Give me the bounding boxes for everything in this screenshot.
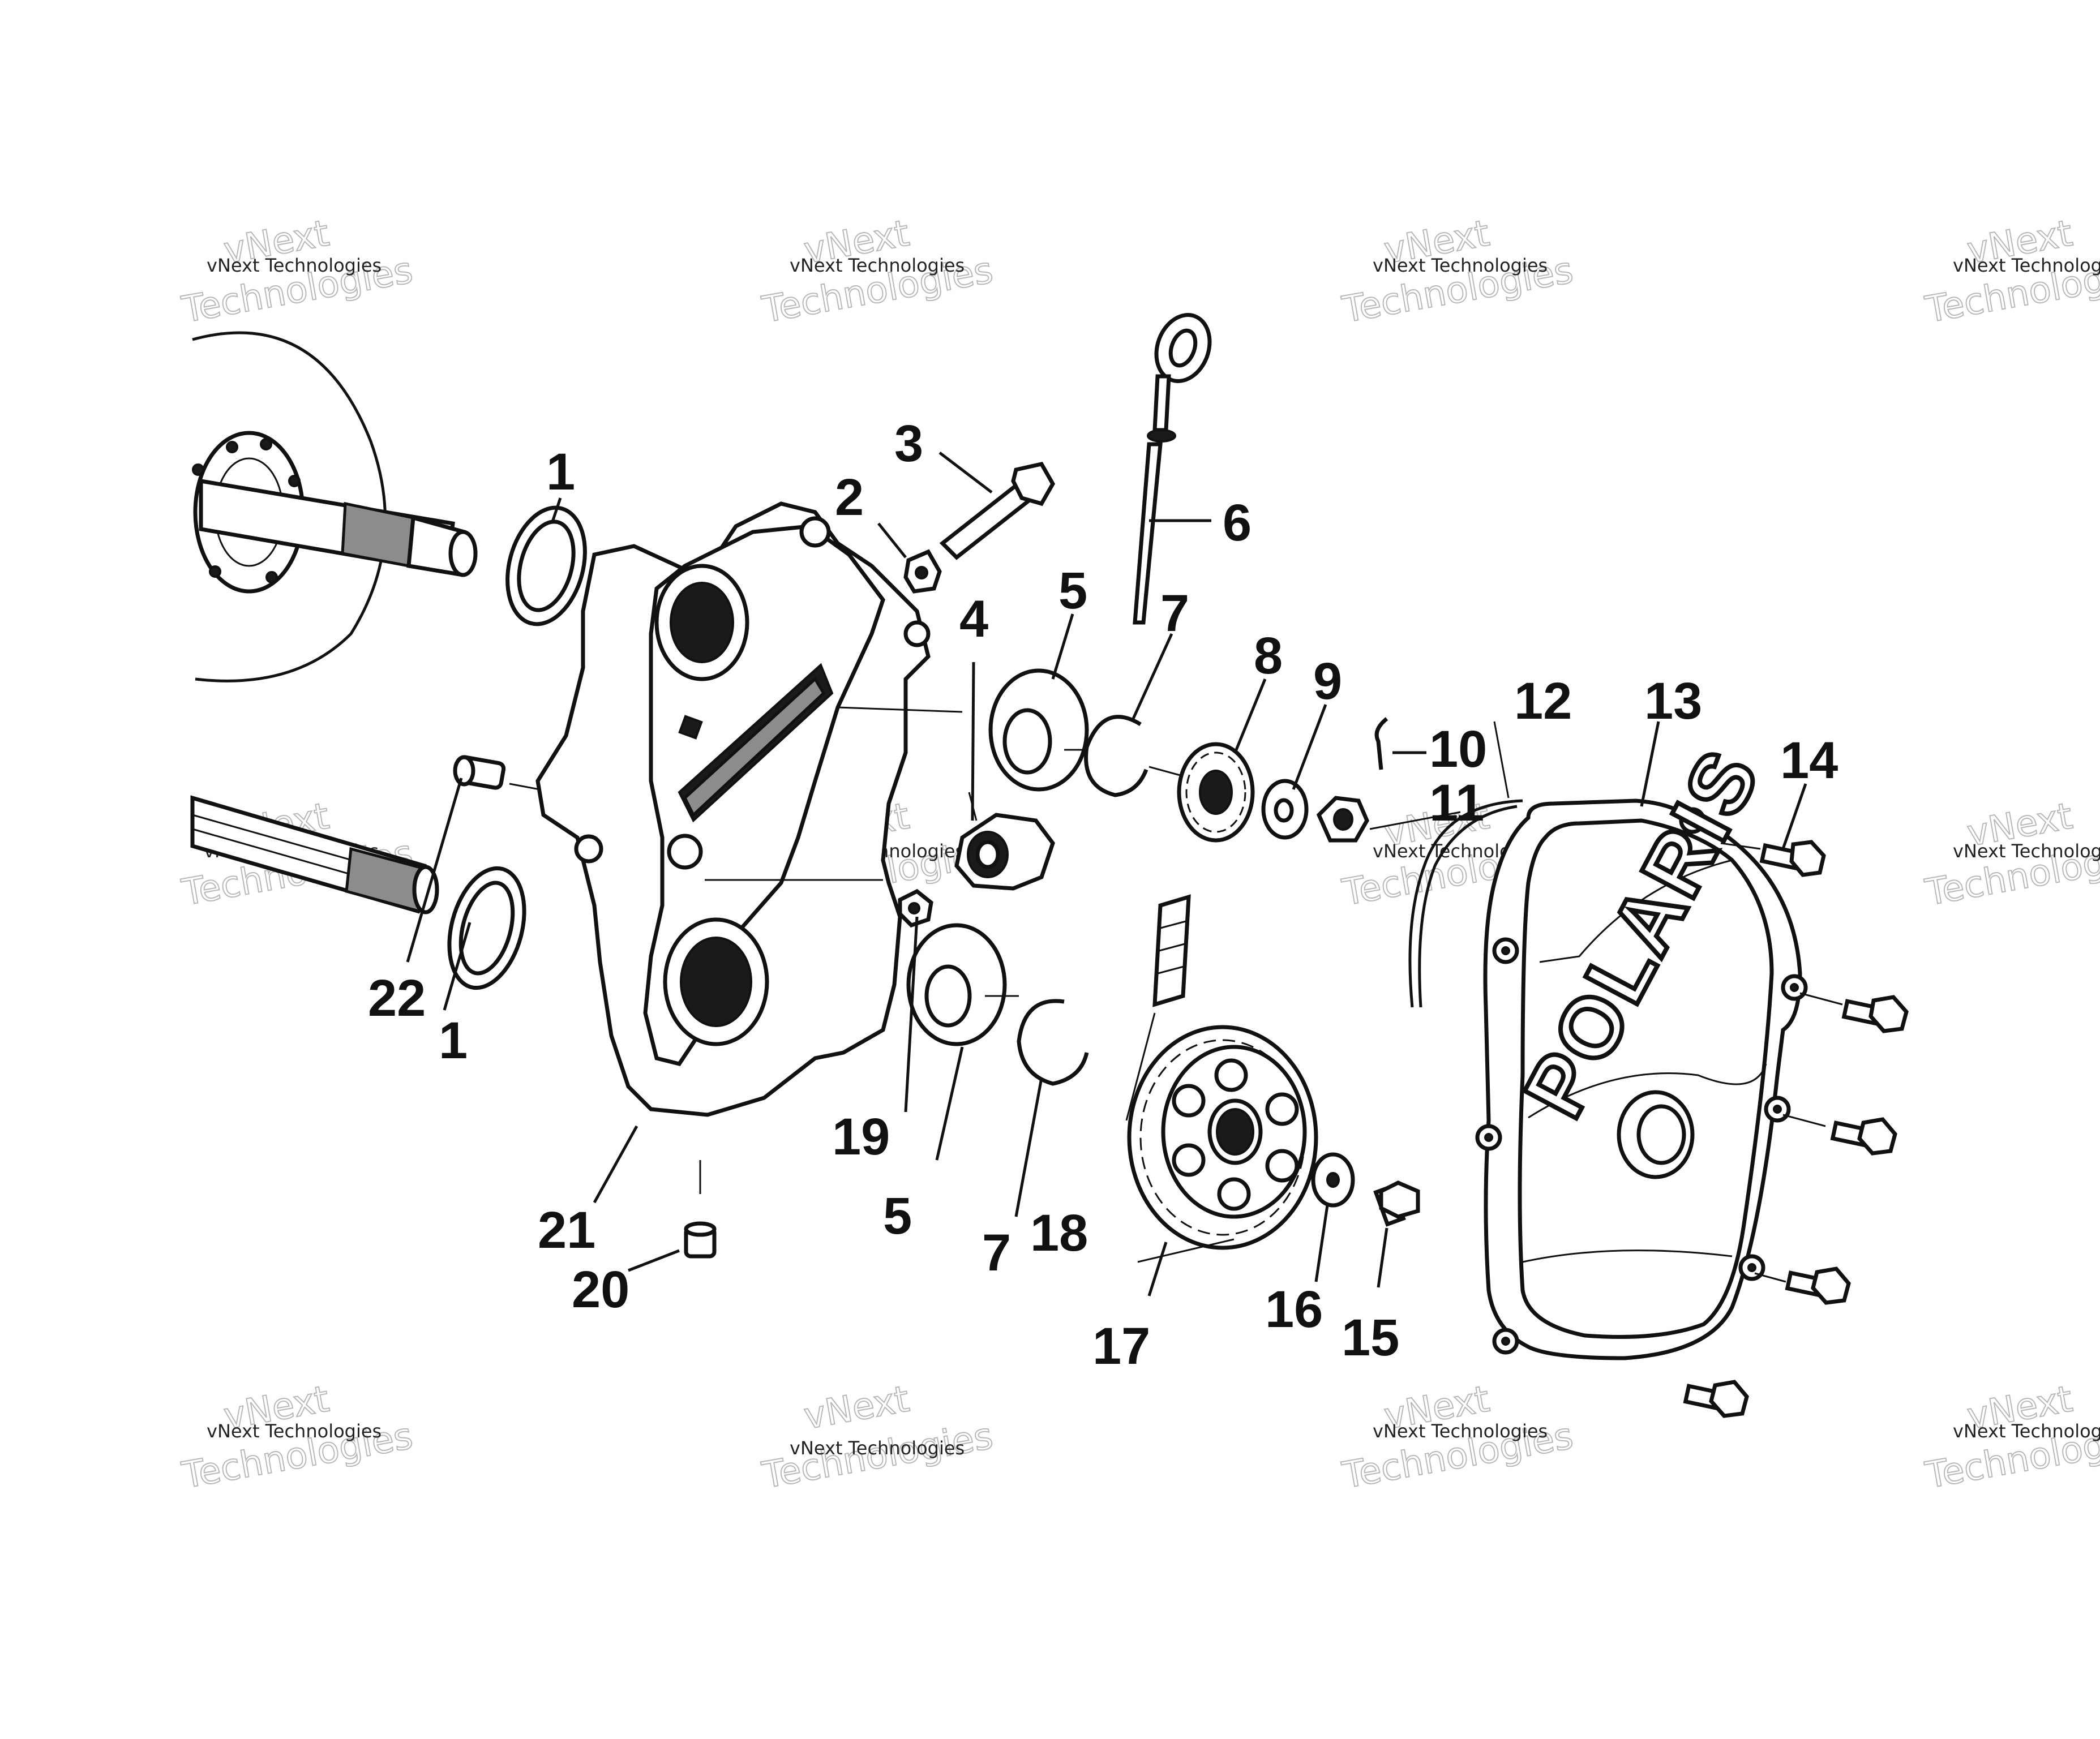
cover-bolts <box>1683 840 1909 1418</box>
bolt-15 <box>1373 1180 1420 1227</box>
callout-1a: 1 <box>546 443 575 501</box>
callout-11: 11 <box>1429 774 1484 832</box>
watermark-text: vNext Technologies <box>1373 1420 1548 1442</box>
callout-22: 22 <box>368 969 426 1027</box>
washer-9 <box>1261 779 1309 840</box>
callout-2: 2 <box>835 469 864 526</box>
chaincase-cover: POLARIS <box>1475 731 1808 1360</box>
svg-text:vNext: vNext <box>801 1379 912 1438</box>
callout-3: 3 <box>894 415 923 473</box>
callout-9: 9 <box>1313 652 1342 710</box>
nut-2 <box>903 549 942 594</box>
callout-19: 19 <box>832 1108 890 1166</box>
callout-1b: 1 <box>439 1012 468 1070</box>
chaincase-housing <box>535 501 963 1117</box>
callout-10: 10 <box>1429 720 1487 778</box>
callout-18: 18 <box>1030 1204 1088 1262</box>
watermark-text: vNext Technologies <box>207 1420 382 1442</box>
upper-sprocket <box>1148 742 1255 843</box>
cover-bolt <box>1754 1266 1851 1305</box>
leader-lines <box>406 452 1807 1296</box>
watermark-text: vNext Technologies <box>790 1437 965 1459</box>
callout-4: 4 <box>959 590 988 648</box>
seal-lower <box>447 866 526 990</box>
callout-8: 8 <box>1254 627 1283 685</box>
callout-14: 14 <box>1780 732 1838 789</box>
seal-upper <box>505 505 587 626</box>
cover-bolt <box>1782 1114 1897 1156</box>
lower-shaft <box>190 795 439 914</box>
callout-16: 16 <box>1265 1281 1323 1338</box>
callout-6: 6 <box>1223 494 1252 552</box>
washer-16 <box>1311 1152 1355 1208</box>
dipstick <box>1133 313 1212 625</box>
chain <box>1125 894 1191 1121</box>
callout-7b: 7 <box>982 1224 1011 1282</box>
watermark-stamp: vNext Technologies <box>758 1378 997 1498</box>
bearing-upper <box>988 668 1089 792</box>
snap-ring-upper <box>1064 715 1148 797</box>
watermark-text: vNext Technologies <box>1373 255 1548 276</box>
watermark-text: vNext Technologies <box>1953 1420 2100 1442</box>
callout-21: 21 <box>538 1201 595 1259</box>
snap-ring-lower <box>985 995 1089 1086</box>
drive-sheave-upper-shaft <box>192 331 478 682</box>
callout-15: 15 <box>1342 1309 1399 1367</box>
callout-7a: 7 <box>1160 585 1189 642</box>
lower-sprocket <box>1127 1025 1318 1263</box>
callout-13: 13 <box>1644 672 1702 730</box>
cover-bolt <box>1720 840 1826 877</box>
watermark-text: vNext Technologies <box>1953 840 2100 862</box>
bolt-3 <box>939 462 1056 560</box>
nut-19 <box>898 888 933 928</box>
drain-plug <box>628 1160 717 1272</box>
callout-17: 17 <box>1092 1317 1150 1375</box>
watermark-text: vNext Technologies <box>790 255 965 276</box>
cover-bolt <box>1799 992 1909 1033</box>
callout-5b: 5 <box>883 1187 912 1245</box>
gasket <box>1408 721 1523 1008</box>
chain-tensioner <box>954 792 1055 891</box>
callout-20: 20 <box>572 1261 629 1319</box>
watermark-text: vNext Technologies <box>207 255 382 276</box>
watermark-text: vNext Technologies <box>1953 255 2100 276</box>
callout-5a: 5 <box>1058 562 1087 620</box>
nut-11 <box>1316 796 1461 843</box>
cover-bolt <box>1683 1380 1749 1418</box>
cotter-pin <box>1374 717 1426 770</box>
callout-12: 12 <box>1514 672 1572 730</box>
callouts: 1 1 2 3 4 5 5 6 7 7 8 9 10 11 12 13 14 1… <box>368 415 1838 1375</box>
bearing-lower <box>906 923 1007 1046</box>
